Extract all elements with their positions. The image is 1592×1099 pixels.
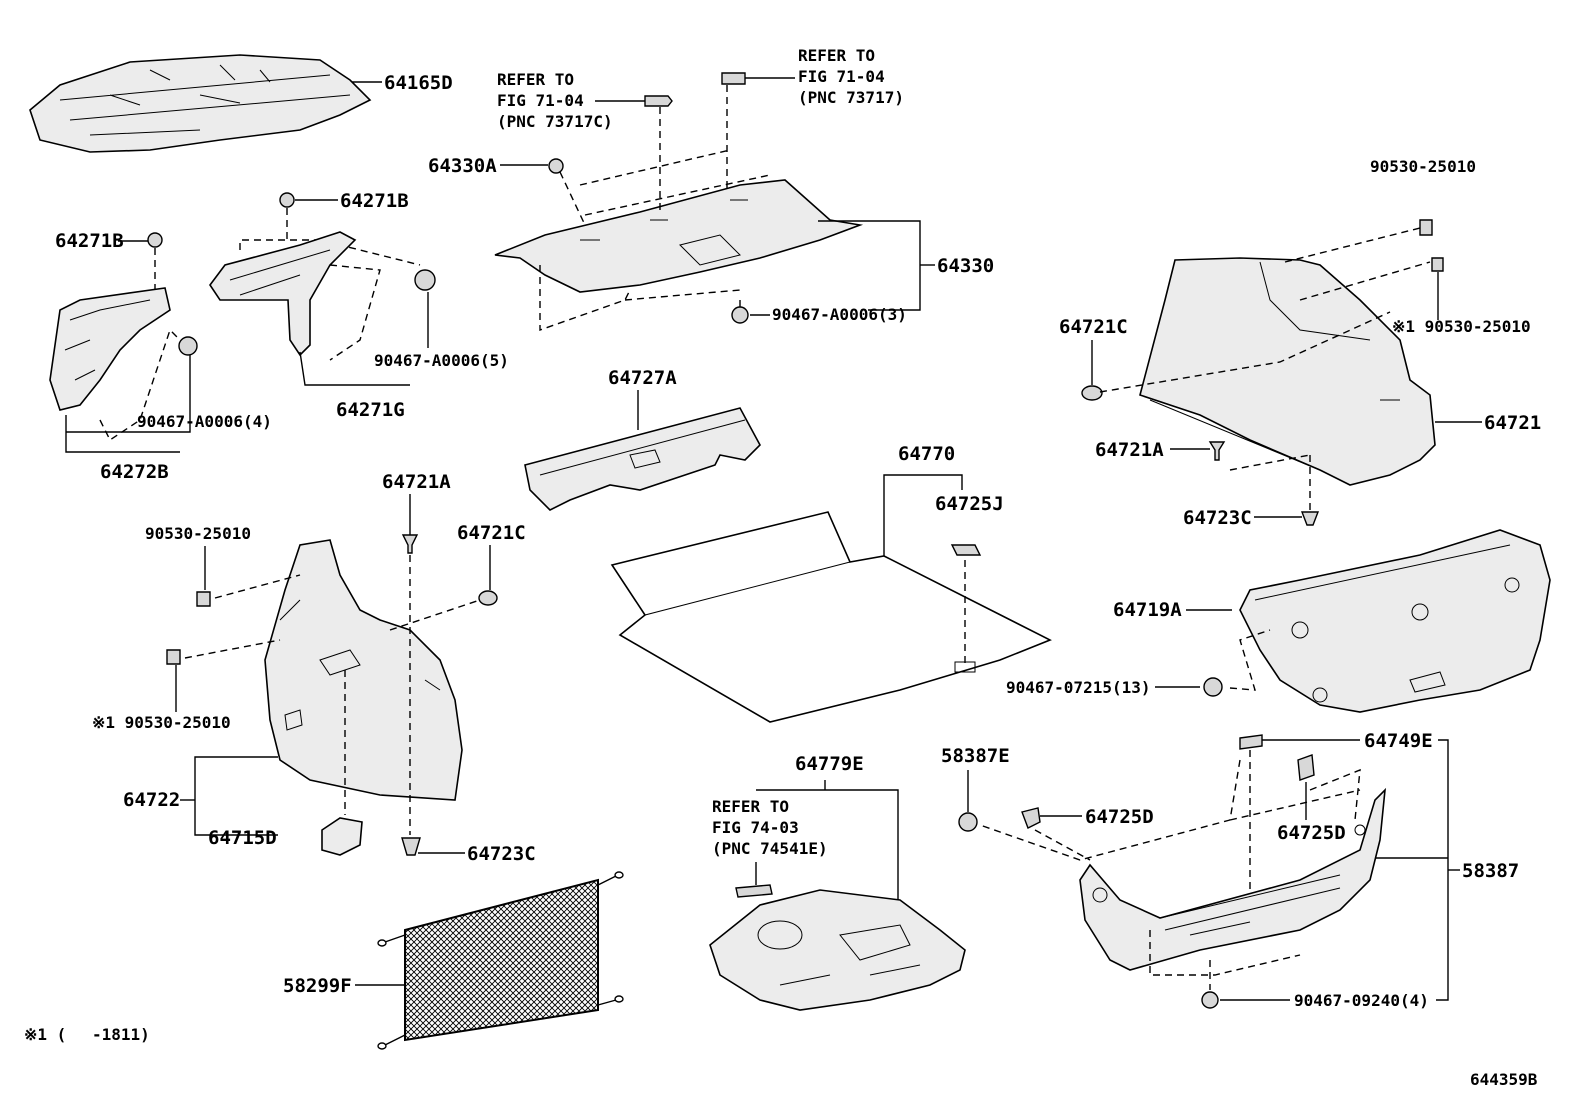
clip-90530-star-right	[1431, 257, 1444, 272]
part-64719a-shape	[1239, 529, 1551, 713]
part-64272b-shape	[49, 287, 171, 411]
part-58387-shape	[1079, 787, 1387, 971]
label-64271b-a[interactable]: 64271B	[55, 230, 124, 252]
part-64722-shape	[264, 539, 463, 801]
clip-64721c-right	[1081, 385, 1103, 401]
label-90467-a0006-3[interactable]: 90467-A0006(3)	[772, 305, 907, 324]
label-90467-a0006-4[interactable]: 90467-A0006(4)	[137, 412, 272, 431]
label-64725d-a[interactable]: 64725D	[1085, 806, 1154, 828]
clip-64721a-right	[1208, 441, 1226, 461]
label-64721a-left[interactable]: 64721A	[382, 471, 451, 493]
clip-64330a	[548, 158, 564, 174]
diagram-id: 644359B	[1470, 1070, 1538, 1089]
label-64715d[interactable]: 64715D	[208, 827, 277, 849]
label-64779e[interactable]: 64779E	[795, 753, 864, 775]
clip-90467-09240	[1201, 991, 1219, 1009]
bracket-64271g	[299, 292, 429, 386]
label-64770[interactable]: 64770	[898, 443, 955, 465]
clip-90467-a0006-4	[178, 336, 198, 356]
label-90530-star-right[interactable]: ※1 90530-25010	[1392, 317, 1531, 336]
clip-64271b-b	[279, 192, 295, 208]
label-64723c-left[interactable]: 64723C	[467, 843, 536, 865]
label-64727a[interactable]: 64727A	[608, 367, 677, 389]
label-64330[interactable]: 64330	[937, 255, 994, 277]
label-90530-top[interactable]: 90530-25010	[1370, 157, 1476, 176]
label-64271b-b[interactable]: 64271B	[340, 190, 409, 212]
refer-text-71-04-a-line2[interactable]: FIG 71-04	[497, 91, 584, 110]
part-64271g-shape	[209, 231, 357, 357]
label-64722[interactable]: 64722	[123, 789, 180, 811]
refer-text-71-04-b-line2[interactable]: FIG 71-04	[798, 67, 885, 86]
clip-90530-top	[1419, 219, 1433, 236]
part-64721-shape	[1139, 257, 1436, 486]
bracket-64272b	[65, 355, 191, 453]
part-64715d-shape	[321, 817, 363, 856]
label-64725d-b[interactable]: 64725D	[1277, 822, 1346, 844]
label-64721c-left[interactable]: 64721C	[457, 522, 526, 544]
bracket-64722	[194, 756, 278, 836]
bracket-64779e	[756, 780, 899, 910]
label-64272b[interactable]: 64272B	[100, 461, 169, 483]
label-58387e[interactable]: 58387E	[941, 745, 1010, 767]
footnote: ※1 ( -1811)	[24, 1025, 150, 1044]
refer-text-71-04-a-line3: (PNC 73717C)	[497, 112, 613, 131]
label-64721a-right[interactable]: 64721A	[1095, 439, 1164, 461]
clip-90530-star-left	[166, 649, 181, 665]
label-90530-left[interactable]: 90530-25010	[145, 524, 251, 543]
label-64721c-right[interactable]: 64721C	[1059, 316, 1128, 338]
label-58299f[interactable]: 58299F	[283, 975, 352, 997]
clip-64271b-a	[147, 232, 163, 248]
label-90467-a0006-5[interactable]: 90467-A0006(5)	[374, 351, 509, 370]
clip-64723c-left	[401, 837, 421, 856]
refer-text-74-03-line1: REFER TO	[712, 797, 789, 816]
label-90467-09240[interactable]: 90467-09240(4)	[1294, 991, 1429, 1010]
clip-90467-a0006-5	[414, 269, 436, 291]
refer-text-74-03-line2[interactable]: FIG 74-03	[712, 818, 799, 837]
part-64779e-shape	[709, 889, 966, 1011]
refer-text-71-04-b-line1: REFER TO	[798, 46, 875, 65]
part-64727a-shape	[524, 407, 761, 511]
label-64725j[interactable]: 64725J	[935, 493, 1004, 515]
clip-64725d-a	[1021, 807, 1041, 829]
label-90467-07215[interactable]: 90467-07215(13)	[1006, 678, 1151, 697]
label-58387[interactable]: 58387	[1462, 860, 1519, 882]
refer-text-71-04-a-line1: REFER TO	[497, 70, 574, 89]
clip-90530-left	[196, 591, 211, 607]
label-64165d[interactable]: 64165D	[384, 72, 453, 94]
clip-73717	[721, 72, 746, 85]
clip-74541e	[735, 884, 773, 898]
clip-73717c	[644, 95, 673, 107]
part-64770-shape	[610, 511, 1052, 723]
bracket-64770	[883, 474, 963, 556]
label-64749e[interactable]: 64749E	[1364, 730, 1433, 752]
clip-64723c-right	[1300, 511, 1320, 526]
refer-text-74-03-line3: (PNC 74541E)	[712, 839, 828, 858]
clip-64721c-left	[478, 590, 498, 606]
label-64719a[interactable]: 64719A	[1113, 599, 1182, 621]
label-64330a[interactable]: 64330A	[428, 155, 497, 177]
clip-64725d-b	[1297, 754, 1315, 781]
part-58299f-net	[377, 871, 624, 1050]
label-64721[interactable]: 64721	[1484, 412, 1541, 434]
clip-64721a-left	[401, 534, 419, 554]
part-64165d-shape	[29, 54, 372, 153]
part-64330-shape	[494, 179, 864, 293]
refer-text-71-04-b-line3: (PNC 73717)	[798, 88, 904, 107]
clip-90467-07215	[1203, 677, 1223, 697]
clip-64725j	[950, 544, 982, 556]
clip-58387e	[958, 812, 978, 832]
clip-64749e	[1239, 734, 1263, 750]
bracket-58387	[1436, 739, 1449, 1001]
label-64271g[interactable]: 64271G	[336, 399, 405, 421]
label-64723c-right[interactable]: 64723C	[1183, 507, 1252, 529]
clip-90467-a0006-3	[731, 306, 749, 324]
label-90530-star-left[interactable]: ※1 90530-25010	[92, 713, 231, 732]
